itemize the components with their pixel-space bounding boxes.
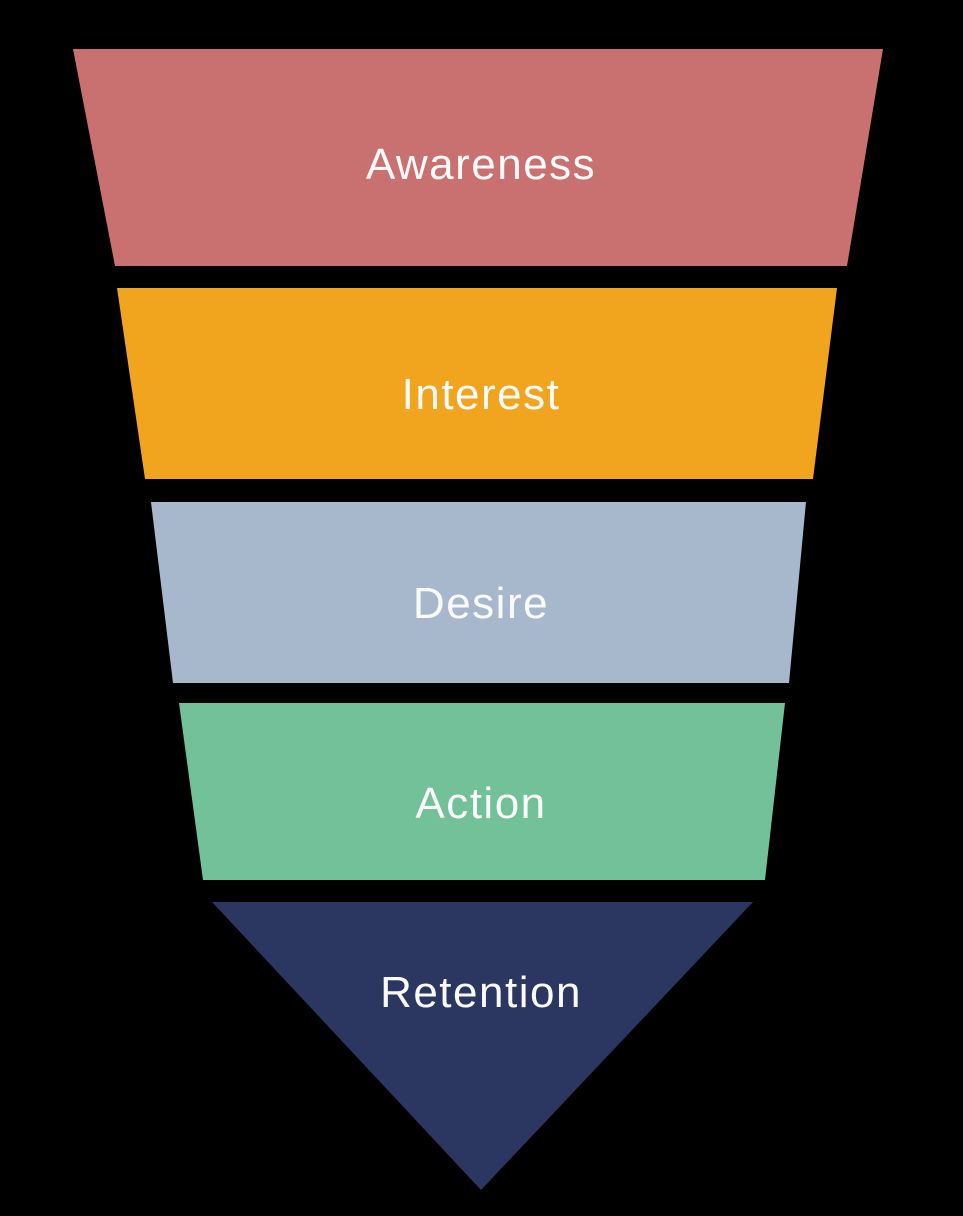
stage-retention-shape [212, 902, 753, 1190]
stage-retention-label: Retention [380, 968, 582, 1017]
stage-interest-label: Interest [402, 370, 561, 419]
stage-awareness-label: Awareness [366, 140, 596, 189]
stage-desire-shape [151, 502, 806, 683]
stage-action-shape [179, 703, 785, 880]
stage-action-label: Action [415, 779, 546, 828]
stage-awareness-shape [73, 49, 883, 266]
stage-desire-label: Desire [413, 579, 549, 628]
stage-interest-shape [117, 288, 837, 479]
